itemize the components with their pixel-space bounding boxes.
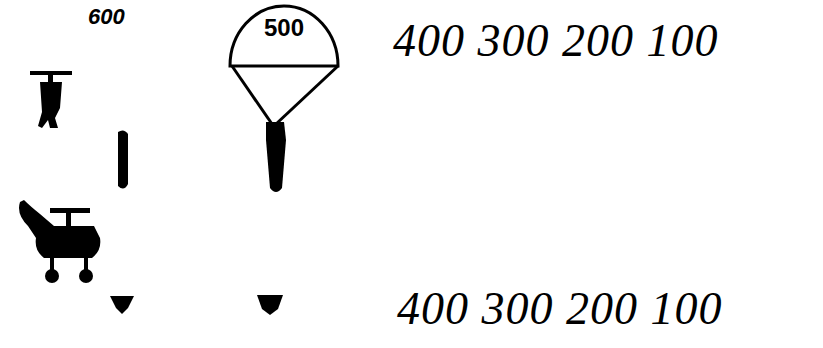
altitude-label: 600 xyxy=(88,6,125,28)
parachute-canopy: 500 xyxy=(228,4,340,68)
canopy-number: 500 xyxy=(228,4,340,40)
parachute-load xyxy=(266,122,286,192)
landed-object xyxy=(110,296,134,314)
helicopter-icon xyxy=(30,71,72,128)
falling-load xyxy=(118,130,128,188)
parachute-rigging xyxy=(232,66,338,124)
altitude-scale: 400 300 200 100 xyxy=(397,286,723,332)
landed-object xyxy=(257,295,283,315)
altitude-scale: 400 300 200 100 xyxy=(393,18,719,64)
aircraft-icon xyxy=(19,200,100,283)
